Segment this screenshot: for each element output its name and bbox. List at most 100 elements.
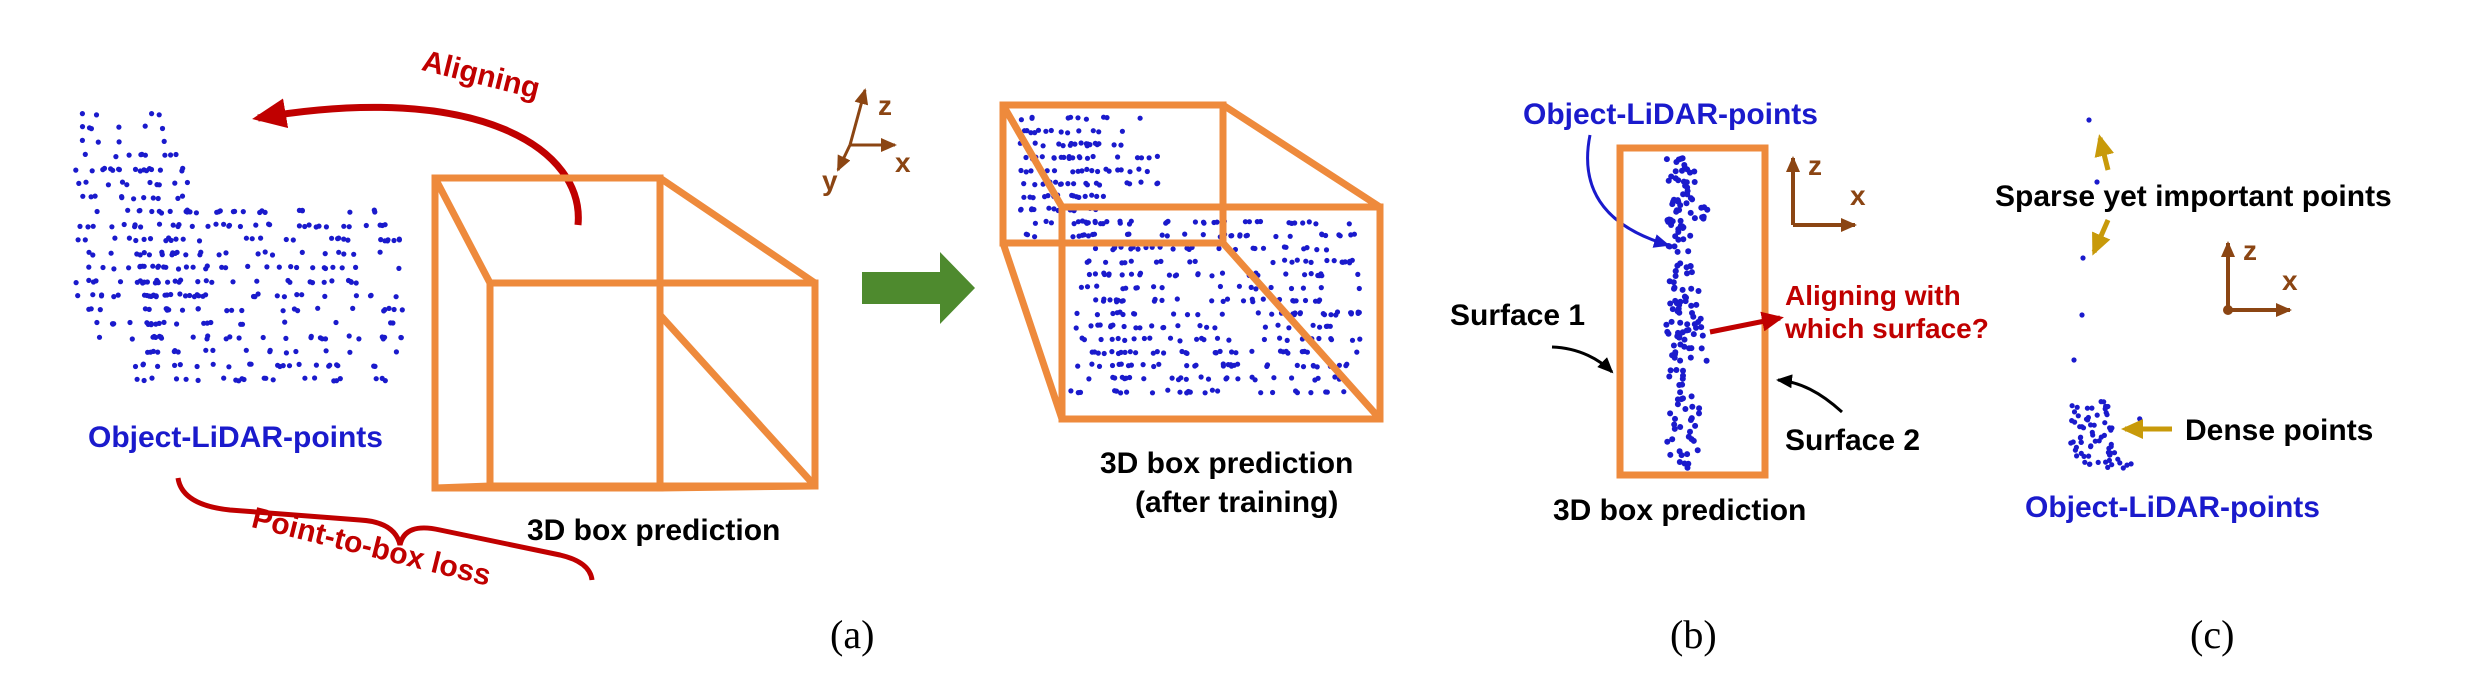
lidar-point bbox=[190, 334, 196, 340]
lidar-point bbox=[1183, 350, 1189, 356]
lidar-point bbox=[1687, 354, 1694, 361]
lidar-point bbox=[377, 249, 383, 255]
lidar-point bbox=[1351, 231, 1357, 237]
lidar-point bbox=[1159, 297, 1165, 303]
lidar-point bbox=[1075, 363, 1081, 369]
lidar-point bbox=[1109, 336, 1115, 342]
lidar-point bbox=[1698, 324, 1705, 331]
lidar-point bbox=[1120, 286, 1126, 292]
lidar-point bbox=[159, 125, 166, 132]
lidar-point bbox=[1120, 298, 1126, 304]
lidar-point bbox=[1096, 141, 1102, 147]
lidar-point bbox=[1069, 192, 1075, 198]
lidar-point bbox=[1252, 245, 1258, 252]
lidar-point bbox=[1683, 200, 1690, 207]
lidar-point bbox=[1086, 271, 1092, 278]
lidar-point bbox=[2108, 443, 2114, 450]
lidar-point bbox=[1663, 156, 1670, 163]
lidar-point bbox=[1193, 362, 1199, 368]
lidar-point bbox=[1680, 236, 1687, 243]
lidar-point bbox=[210, 347, 216, 353]
lidar-point bbox=[88, 194, 94, 200]
lidar-point bbox=[1167, 335, 1174, 341]
lidar-point bbox=[1240, 298, 1247, 304]
lidar-point bbox=[1076, 128, 1082, 134]
lidar-point bbox=[299, 249, 305, 255]
lidar-point bbox=[1255, 310, 1261, 316]
lidar-point bbox=[105, 182, 111, 188]
lidar-point bbox=[1172, 273, 1178, 279]
lidar-point bbox=[203, 292, 209, 298]
lidar-point bbox=[90, 292, 96, 298]
lidar-point bbox=[1156, 361, 1162, 367]
lidar-point bbox=[150, 195, 156, 201]
lidar-point bbox=[1076, 154, 1082, 160]
lidar-point bbox=[1692, 422, 1699, 429]
lidar-point bbox=[1079, 218, 1086, 224]
lidar-point bbox=[1075, 115, 1081, 121]
lidar-point bbox=[1277, 348, 1284, 354]
object-points-label-b: Object-LiDAR-points bbox=[1523, 98, 1818, 131]
lidar-point bbox=[155, 363, 161, 369]
lidar-point bbox=[1094, 312, 1100, 318]
lidar-point bbox=[2071, 409, 2078, 415]
lidar-point bbox=[1688, 393, 1695, 400]
object-points-label-a: Object-LiDAR-points bbox=[88, 421, 383, 454]
lidar-point bbox=[127, 319, 133, 326]
lidar-point bbox=[1112, 388, 1118, 394]
lidar-point bbox=[1681, 343, 1688, 350]
lidar-point bbox=[1283, 271, 1289, 277]
lidar-point bbox=[94, 319, 100, 326]
lidar-point bbox=[1229, 349, 1235, 355]
lidar-point bbox=[156, 221, 163, 227]
lidar-point bbox=[82, 237, 88, 243]
axes-c bbox=[2221, 241, 2292, 317]
lidar-point bbox=[1673, 367, 1680, 373]
lidar-point bbox=[1249, 348, 1255, 354]
lidar-point bbox=[142, 123, 148, 129]
lidar-point bbox=[306, 222, 312, 228]
lidar-point bbox=[2079, 312, 2085, 318]
lidar-point bbox=[1170, 246, 1176, 252]
lidar-point bbox=[1021, 194, 1027, 200]
lidar-point bbox=[1091, 231, 1098, 237]
lidar-point bbox=[1115, 350, 1122, 357]
lidar-point bbox=[1699, 332, 1706, 339]
lidar-point bbox=[1092, 349, 1098, 355]
box-prediction-a bbox=[431, 174, 819, 492]
lidar-point bbox=[95, 139, 101, 145]
lidar-point bbox=[1253, 286, 1259, 292]
lidar-point bbox=[179, 307, 186, 313]
lidar-point bbox=[283, 236, 289, 243]
lidar-point bbox=[150, 292, 157, 298]
lidar-point bbox=[205, 223, 211, 229]
lidar-point bbox=[73, 167, 79, 173]
lidar-point bbox=[1687, 195, 1694, 202]
lidar-point bbox=[1084, 155, 1091, 161]
lidar-point bbox=[1137, 115, 1143, 121]
lidar-point bbox=[173, 236, 179, 242]
axis-x-c: x bbox=[2282, 265, 2298, 296]
lidar-point bbox=[1043, 218, 1049, 224]
lidar-point bbox=[1184, 363, 1190, 369]
lidar-point bbox=[1067, 142, 1073, 148]
lidar-point bbox=[1174, 296, 1180, 302]
lidar-point bbox=[1308, 259, 1314, 265]
lidar-point bbox=[1018, 117, 1024, 123]
lidar-point bbox=[1137, 272, 1143, 278]
sparse-up-arrow bbox=[2094, 134, 2115, 171]
lidar-point bbox=[89, 168, 95, 174]
lidar-point bbox=[154, 182, 160, 188]
lidar-point bbox=[1118, 167, 1124, 173]
lidar-point bbox=[1056, 141, 1062, 147]
lidar-point bbox=[1346, 221, 1352, 227]
lidar-point bbox=[341, 236, 347, 242]
lidar-point bbox=[261, 375, 267, 381]
lidar-point bbox=[224, 308, 230, 314]
lidar-point bbox=[183, 252, 189, 258]
lidar-point bbox=[1068, 388, 1074, 394]
lidar-point bbox=[86, 277, 92, 283]
lidar-point bbox=[227, 334, 233, 340]
lidar-point bbox=[255, 291, 261, 297]
lidar-point bbox=[1314, 364, 1320, 370]
